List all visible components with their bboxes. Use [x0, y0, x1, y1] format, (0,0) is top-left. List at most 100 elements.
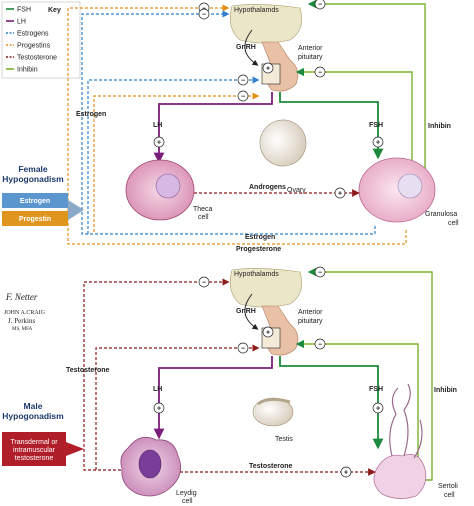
leydig-label-2: cell	[182, 498, 193, 505]
male-lh-pathway	[153, 356, 273, 440]
male-lh-label: LH	[153, 386, 162, 393]
netter-signature: F. Netter	[5, 292, 38, 302]
minus-sign	[314, 338, 326, 350]
minus-sign-glyph: −	[318, 2, 322, 9]
female-hypothalamus-label: Hypothalamds	[234, 7, 279, 14]
female-treatment-arrow	[68, 200, 84, 220]
sertoli-cell-illustration	[373, 453, 427, 499]
female-estrogen-bottom-label: Estrogen	[245, 234, 275, 241]
male-hypothalamus-label: Hypothalamds	[234, 271, 279, 278]
perkins-degree: MS, MFA	[12, 327, 33, 332]
minus-sign-glyph: −	[202, 12, 206, 19]
granulosa-cell-nucleus	[397, 173, 423, 199]
plus-sign	[153, 136, 165, 148]
minus-sign	[198, 8, 210, 20]
granulosa-label-2: cell	[448, 220, 459, 227]
credits: F. Netter JOHN A.CRAIG J. Perkins MS, MF…	[4, 292, 46, 332]
key-label-lh: LH	[17, 19, 26, 26]
minus-sign-glyph: −	[318, 70, 322, 77]
progestin-treatment-label: Progestin	[19, 216, 51, 223]
male-inhibin-loop-top	[307, 267, 433, 481]
plus-sign-glyph: +	[266, 330, 270, 337]
female-panel: Hypothalamds GnRH Anterior pituitary LH …	[2, 0, 459, 253]
male-hypothalamus-shape	[229, 268, 302, 308]
plus-sign	[262, 326, 274, 338]
testosterone-treatment-label-1: Transdermal or	[10, 439, 58, 446]
key-label-inhibin: Inhibin	[17, 67, 38, 74]
female-gnrh-arrow	[244, 29, 259, 66]
female-lh-pathway	[153, 92, 273, 164]
theca-cell-nucleus	[155, 173, 181, 199]
leydig-cell-nucleus	[138, 449, 162, 479]
male-feedback-signs: − − − − + + + +	[153, 266, 384, 478]
female-brain-illustration	[229, 4, 302, 92]
minus-sign-glyph: −	[241, 346, 245, 353]
craig-signature: JOHN A.CRAIG	[4, 310, 46, 316]
female-estrogen-side-label: Estrogen	[76, 111, 106, 118]
plus-sign-glyph: +	[344, 470, 348, 477]
male-gnrh-label: GnRH	[236, 308, 256, 315]
male-inhibin-loop-pituitary	[295, 339, 419, 461]
granulosa-cell-illustration	[358, 157, 436, 223]
male-testosterone-bottom-label: Testosterone	[249, 463, 293, 470]
female-pituitary-label-1: Anterior	[298, 45, 323, 52]
female-feedback-signs: − − − − − − + + + +	[153, 0, 384, 199]
minus-sign-glyph: −	[241, 78, 245, 85]
male-gnrh-arrow	[244, 293, 259, 330]
minus-sign-glyph: −	[241, 94, 245, 101]
testosterone-treatment-label-2: intramuscular	[13, 447, 56, 454]
male-fsh-label: FSH	[369, 386, 383, 393]
granulosa-label-1: Granulosa	[425, 211, 457, 218]
male-inhibin-label: Inhibin	[434, 387, 457, 394]
minus-sign	[314, 0, 326, 10]
female-estrogen-loop-pituitary	[87, 76, 260, 234]
female-progesterone-label: Progesterone	[236, 246, 281, 253]
ovary-label: Ovary	[287, 187, 306, 194]
male-testosterone-loop-pituitary	[95, 344, 260, 470]
minus-sign	[314, 266, 326, 278]
female-progesterone-loop	[67, 4, 407, 245]
progestin-treatment-box	[2, 211, 68, 226]
theca-label-2: cell	[198, 214, 209, 221]
male-title-line-2: Hypogonadism	[2, 411, 64, 421]
key-box	[1, 1, 81, 79]
female-title-line-2: Hypogonadism	[2, 174, 64, 184]
key-label-estrogens: Estrogens	[17, 31, 49, 38]
plus-sign	[153, 402, 165, 414]
male-pituitary-label-1: Anterior	[298, 309, 323, 316]
female-fsh-label: FSH	[369, 122, 383, 129]
female-inhibin-label: Inhibin	[428, 123, 451, 130]
male-fsh-pathway	[279, 356, 384, 450]
female-title-line-1: Female	[18, 164, 48, 174]
sertoli-label-1: Sertoli	[438, 483, 458, 490]
minus-sign	[237, 90, 249, 102]
minus-sign-glyph: −	[318, 342, 322, 349]
plus-sign-glyph: +	[376, 140, 380, 147]
minus-sign	[314, 66, 326, 78]
estrogen-treatment-box	[2, 193, 68, 208]
plus-sign	[334, 187, 346, 199]
female-fsh-pathway	[279, 92, 384, 160]
perkins-credit: J. Perkins	[8, 317, 36, 325]
male-pituitary-label-2: pituitary	[298, 318, 323, 325]
testosterone-treatment-box	[2, 432, 66, 466]
key-label-fsh: FSH	[17, 7, 31, 14]
female-estrogen-loop-outer	[81, 10, 376, 235]
plus-sign-glyph: +	[157, 406, 161, 413]
minus-sign-glyph: −	[318, 270, 322, 277]
testosterone-treatment-label-3: testosterone	[15, 455, 54, 462]
minus-sign	[237, 342, 249, 354]
plus-sign-glyph: +	[338, 191, 342, 198]
male-title-line-1: Male	[24, 401, 43, 411]
epididymis-illustration	[257, 397, 291, 406]
testis-label: Testis	[275, 436, 293, 443]
plus-sign	[340, 466, 352, 478]
female-pituitary-label-2: pituitary	[298, 54, 323, 61]
ovary-illustration	[259, 119, 307, 167]
estrogen-treatment-label: Estrogen	[20, 198, 50, 205]
theca-label-1: Theca	[193, 206, 213, 213]
key-title: Key	[48, 7, 61, 14]
sertoli-spermatids	[389, 383, 423, 459]
key-label-testosterone: Testosterone	[17, 55, 57, 62]
